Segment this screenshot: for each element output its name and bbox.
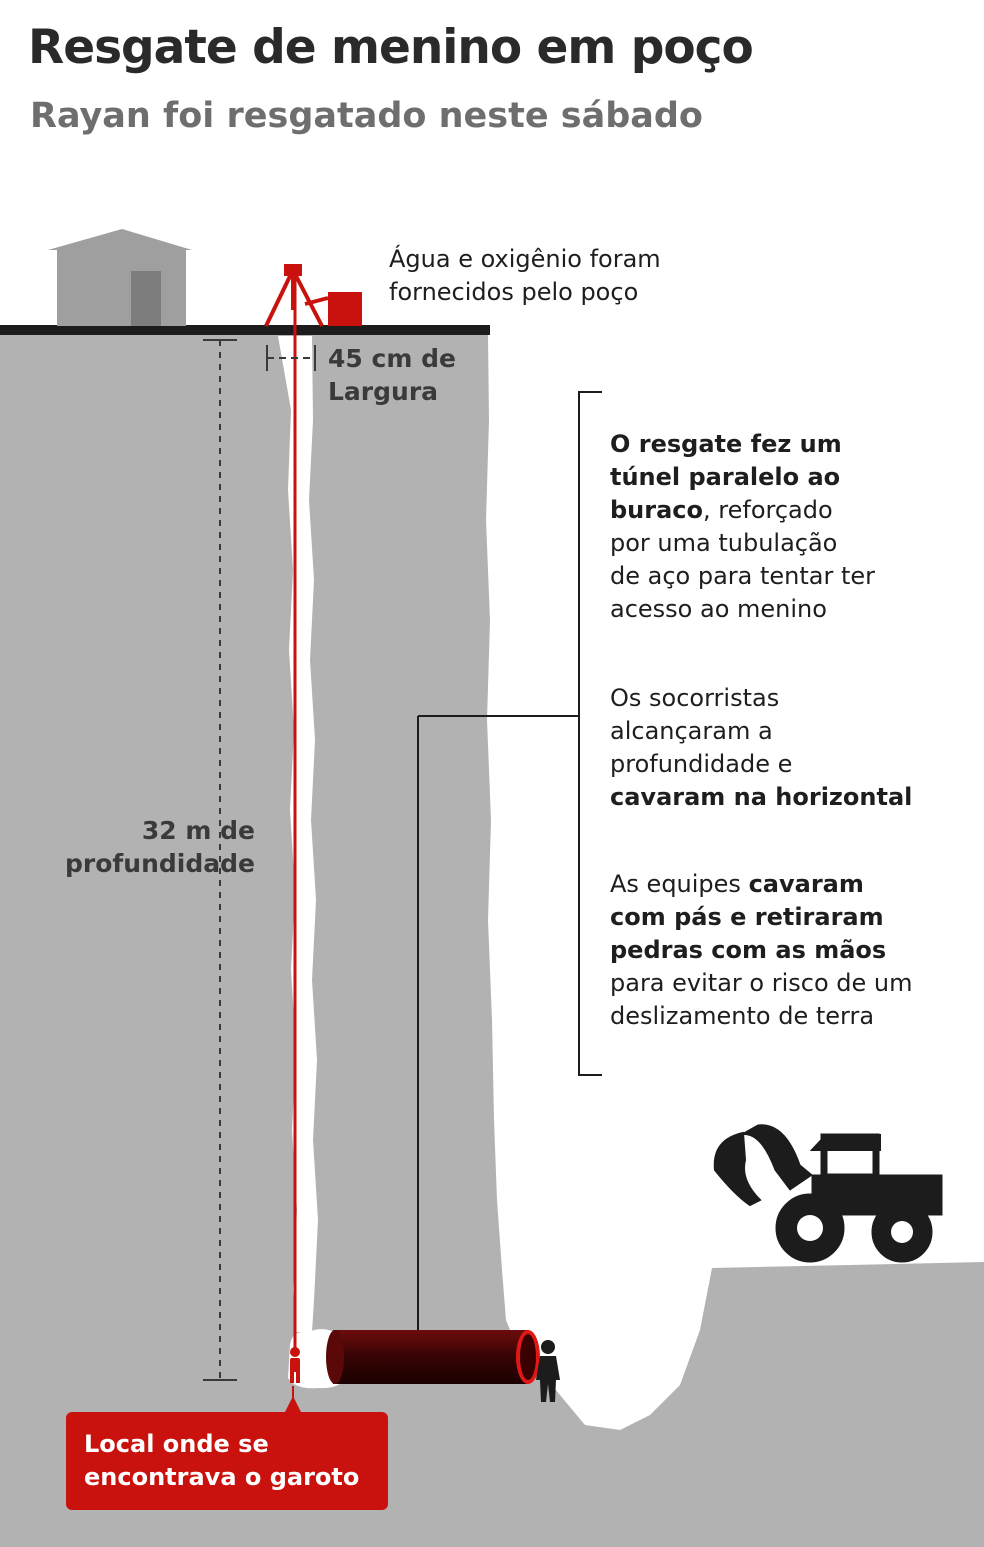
supply-note-line: Água e oxigênio foram: [389, 245, 661, 273]
width-label-line: 45 cm de: [328, 344, 456, 373]
depth-label: 32 m de profundidade: [61, 814, 255, 880]
excavator-icon: [713, 1124, 943, 1263]
steel-pipe: [326, 1330, 540, 1384]
tripod-head: [284, 264, 302, 276]
boy-location-callout: Local onde se encontrava o garoto: [66, 1412, 388, 1510]
supply-note-line: fornecidos pelo poço: [389, 278, 639, 306]
tripod-icon: [264, 271, 329, 327]
shovels-note: As equipes cavaram com pás e retiraram p…: [610, 868, 912, 1033]
house-icon: [48, 229, 192, 326]
rescuer-icon: [536, 1340, 560, 1402]
depth-dimension: [203, 339, 237, 1381]
horizontal-note-line: Os socorristas: [610, 684, 780, 712]
well-shaft: [278, 336, 318, 1332]
shovels-note-line: para evitar o risco de um: [610, 969, 913, 997]
surface-line: [0, 325, 490, 335]
width-label: 45 cm de Largura: [328, 342, 456, 408]
supply-box-icon: [328, 292, 362, 326]
shovels-note-bold: pedras com as mãos: [610, 936, 887, 964]
depth-label-line: profundidade: [65, 849, 255, 878]
tunnel-note-bold: buraco: [610, 496, 704, 524]
horizontal-note-line: profundidade e: [610, 750, 793, 778]
horizontal-note: Os socorristas alcançaram a profundidade…: [610, 682, 912, 814]
tunnel-note: O resgate fez um túnel paralelo ao burac…: [610, 428, 875, 626]
shovels-note-text: As equipes: [610, 870, 749, 898]
width-label-line: Largura: [328, 377, 439, 406]
width-dimension: [266, 345, 316, 371]
shovels-note-bold: com pás e retiraram: [610, 903, 884, 931]
tunnel-note-bold: túnel paralelo ao: [610, 463, 841, 491]
shovels-note-bold: cavaram: [748, 870, 864, 898]
supply-note: Água e oxigênio foram fornecidos pelo po…: [389, 243, 661, 309]
trapped-boy-icon: [290, 1347, 300, 1383]
depth-label-line: 32 m de: [141, 816, 255, 845]
tunnel-note-line: de aço para tentar ter: [610, 562, 876, 590]
tunnel-note-line: por uma tubulação: [610, 529, 838, 557]
tunnel-note-line: acesso ao menino: [610, 595, 827, 623]
horizontal-note-bold: cavaram na horizontal: [610, 783, 913, 811]
boy-location-line: encontrava o garoto: [84, 1463, 360, 1491]
page-title: Resgate de menino em poço: [28, 20, 754, 75]
ground-left: [0, 334, 984, 1547]
callout-pointer: [285, 1396, 301, 1412]
page-subtitle: Rayan foi resgatado neste sábado: [30, 96, 703, 136]
tunnel-note-text: , reforçado: [703, 496, 833, 524]
tunnel-note-bold: O resgate fez um: [610, 430, 842, 458]
boy-location-line: Local onde se: [84, 1430, 269, 1458]
horizontal-note-line: alcançaram a: [610, 717, 773, 745]
shovels-note-line: deslizamento de terra: [610, 1002, 875, 1030]
